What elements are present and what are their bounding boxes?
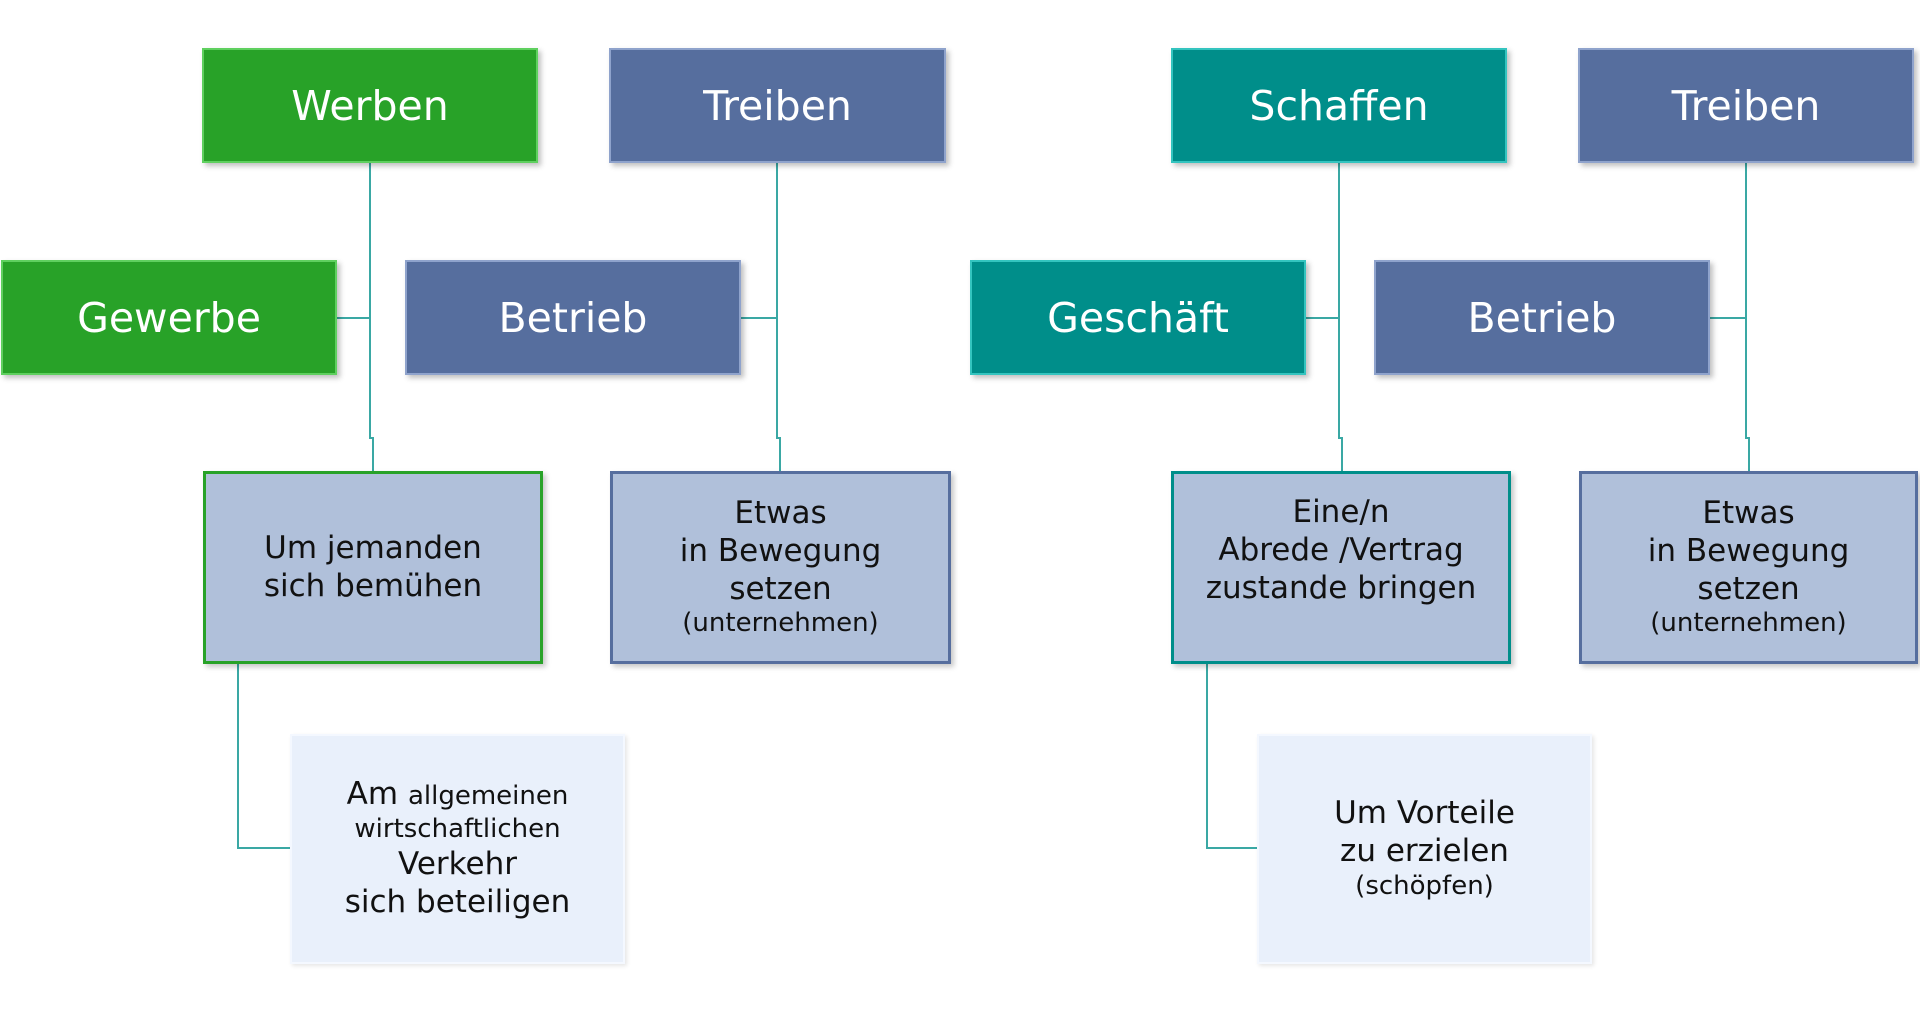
- werben-note-line: sich beteiligen: [344, 883, 571, 920]
- treiben-definition-line: Etwas: [734, 494, 827, 531]
- connector: [1341, 437, 1343, 471]
- schaffen-note-box: Um Vorteile zu erzielen (schöpfen): [1257, 734, 1592, 964]
- werben-note-line: wirtschaftlichen: [354, 814, 561, 845]
- werben-note-box: Am allgemeinen wirtschaftlichen Verkehr …: [290, 734, 625, 964]
- connector: [369, 437, 374, 439]
- connector: [237, 847, 291, 849]
- treiben-definition-line: Etwas: [1702, 494, 1795, 531]
- treiben-definition-line: setzen: [729, 570, 832, 607]
- treiben-header-right: Treiben: [1578, 48, 1914, 163]
- treiben-definition-box-right: Etwas in Bewegung setzen (unternehmen): [1579, 471, 1918, 664]
- werben-definition-line: Um jemanden: [264, 529, 482, 566]
- connector: [1745, 437, 1750, 439]
- geschaeft-label: Geschäft: [1047, 293, 1229, 342]
- betrieb-box-right: Betrieb: [1374, 260, 1710, 375]
- geschaeft-box: Geschäft: [970, 260, 1306, 375]
- werben-definition-box: Um jemanden sich bemühen: [203, 471, 543, 664]
- schaffen-title: Schaffen: [1249, 81, 1429, 130]
- gewerbe-box: Gewerbe: [1, 260, 337, 375]
- betrieb-label-left: Betrieb: [498, 293, 648, 342]
- schaffen-definition-line: Abrede /Vertrag: [1218, 531, 1464, 568]
- connector: [336, 317, 370, 319]
- werben-note-am: Am: [346, 776, 399, 813]
- connector: [776, 163, 778, 439]
- connector: [1206, 847, 1258, 849]
- connector: [779, 437, 781, 471]
- connector: [1306, 317, 1339, 319]
- gewerbe-label: Gewerbe: [77, 293, 261, 342]
- connector: [1338, 437, 1343, 439]
- werben-note-line: Am allgemeinen: [347, 776, 569, 814]
- werben-note-line: Verkehr: [398, 845, 517, 882]
- schaffen-note-line: Um Vorteile: [1334, 795, 1515, 832]
- connector: [1748, 437, 1750, 471]
- betrieb-label-right: Betrieb: [1467, 293, 1617, 342]
- treiben-definition-line: in Bewegung: [1647, 532, 1850, 569]
- connector: [741, 317, 777, 319]
- werben-title: Werben: [291, 81, 449, 130]
- treiben-definition-line: setzen: [1697, 570, 1800, 607]
- treiben-definition-line: (unternehmen): [1650, 608, 1847, 639]
- connector: [1338, 163, 1340, 439]
- schaffen-definition-line: zustande bringen: [1205, 569, 1477, 606]
- treiben-title-right: Treiben: [1671, 81, 1821, 130]
- connector: [776, 437, 781, 439]
- connector: [1206, 663, 1208, 849]
- connector: [237, 663, 239, 849]
- treiben-header-left: Treiben: [609, 48, 946, 163]
- werben-definition-line: sich bemühen: [263, 567, 483, 604]
- schaffen-note-line: (schöpfen): [1355, 870, 1494, 901]
- connector: [1710, 317, 1746, 319]
- schaffen-header: Schaffen: [1171, 48, 1507, 163]
- werben-note-allgemeinen: allgemeinen: [407, 781, 569, 812]
- connector: [369, 163, 371, 439]
- treiben-definition-box-left: Etwas in Bewegung setzen (unternehmen): [610, 471, 951, 664]
- connector: [372, 437, 374, 471]
- werben-header: Werben: [202, 48, 538, 163]
- treiben-definition-line: in Bewegung: [679, 532, 882, 569]
- schaffen-definition-box: Eine/n Abrede /Vertrag zustande bringen: [1171, 471, 1511, 664]
- schaffen-definition-line: Eine/n: [1292, 494, 1390, 530]
- connector: [1745, 163, 1747, 439]
- schaffen-note-line: zu erzielen: [1340, 833, 1509, 870]
- betrieb-box-left: Betrieb: [405, 260, 741, 375]
- treiben-title-left: Treiben: [703, 81, 852, 130]
- treiben-definition-line: (unternehmen): [682, 608, 879, 639]
